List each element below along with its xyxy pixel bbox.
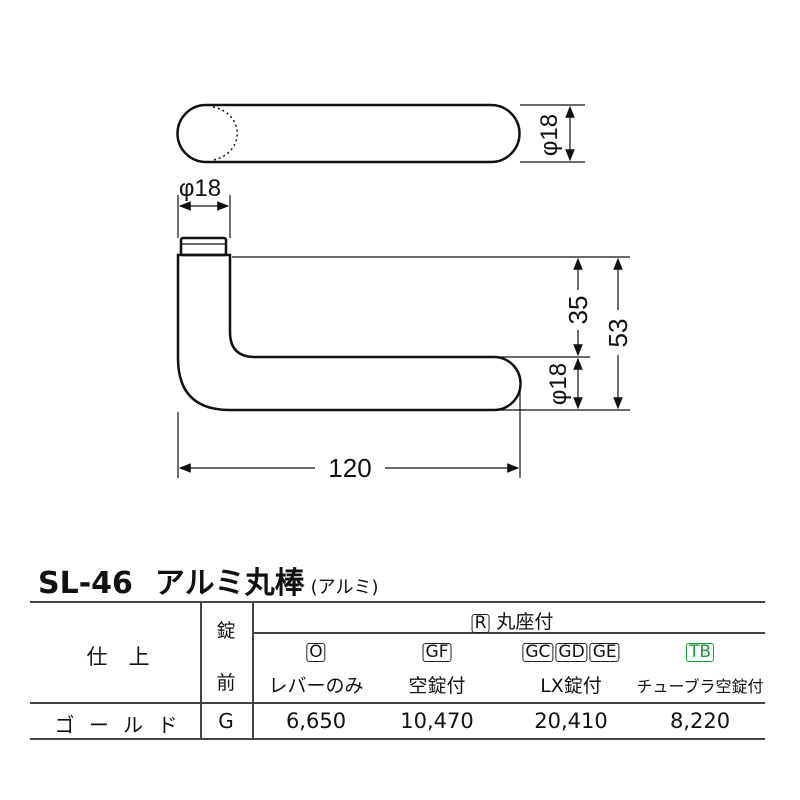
technical-drawing: φ18 φ18 35 φ18 53 120 (176, 103, 633, 483)
group-header: R 丸座付 (471, 607, 554, 634)
collar-dia-label: φ18 (179, 175, 221, 202)
column-badges: O (305, 640, 326, 662)
price-cell: 8,220 (669, 709, 731, 733)
top-view (176, 103, 521, 164)
side-view-dimensions (177, 195, 630, 478)
badge-gd: GD (555, 643, 588, 662)
product-material: (アルミ) (310, 577, 379, 598)
product-title: SL-46 アルミ丸棒(アルミ) (38, 558, 379, 602)
product-name: アルミ丸棒 (154, 566, 305, 601)
column-badges: TB (685, 640, 715, 662)
price-cell: 10,470 (400, 709, 474, 733)
dim-35-label: 35 (563, 296, 593, 325)
group-label: 丸座付 (496, 611, 554, 633)
column-label: 空錠付 (408, 675, 466, 697)
badge-gc: GC (522, 643, 554, 662)
badge-tb: TB (685, 643, 715, 662)
price-cell: 6,650 (285, 709, 347, 733)
badge-o: O (306, 643, 326, 662)
price-cell: 20,410 (534, 709, 608, 733)
top-view-dimension (520, 104, 585, 163)
column-badges: GF (422, 640, 453, 662)
column-label: チューブラ空錠付 (636, 677, 764, 696)
side-view (176, 236, 522, 412)
badge-ge: GE (589, 643, 620, 662)
finish-cell: ゴ ー ル ド (54, 713, 182, 737)
column-label: レバーのみ (268, 675, 364, 697)
column-label: LX錠付 (540, 675, 602, 697)
dim-120-label: 120 (328, 453, 371, 483)
side-dia-label: φ18 (545, 363, 572, 405)
group-badge: R (471, 614, 490, 633)
top-dia-label: φ18 (536, 114, 563, 156)
lock-header-bottom: 前 (216, 672, 236, 694)
product-code: SL-46 (38, 566, 133, 601)
code-cell: G (218, 709, 234, 733)
badge-gf: GF (422, 643, 452, 662)
finish-header: 仕 上 (86, 645, 150, 669)
dim-53-label: 53 (603, 319, 633, 348)
lock-header-top: 錠 (216, 620, 236, 642)
